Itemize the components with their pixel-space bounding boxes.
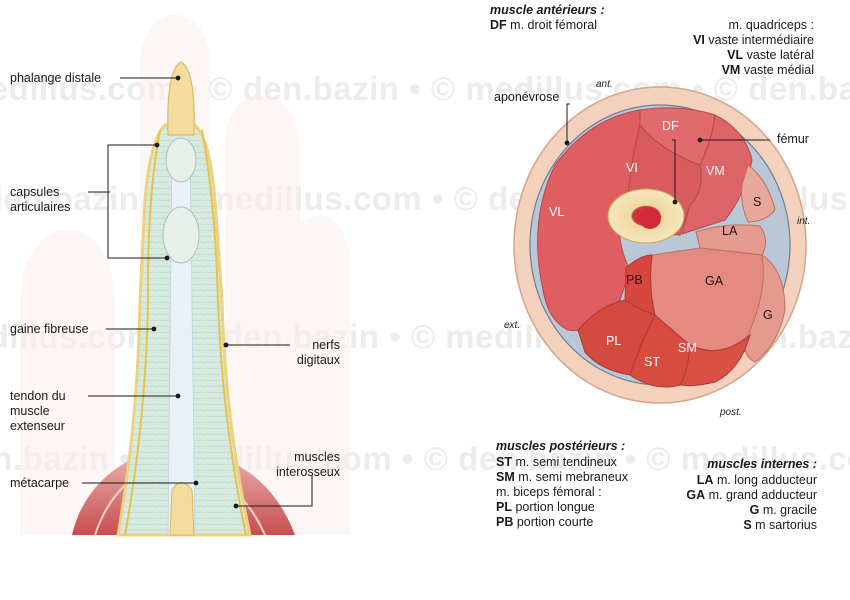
label-capsules-line2: articulaires (10, 200, 71, 214)
legend-abbr: GA (686, 488, 706, 502)
legend-biceps-title: m. biceps fémoral : (496, 485, 602, 499)
legend-text: m. gracile (762, 503, 817, 517)
label-nerfs-line1: nerfs (312, 338, 340, 352)
orientation-int: int. (797, 216, 811, 227)
digital-nerve-left (124, 129, 161, 536)
label-tendon-line2: muscle (10, 404, 50, 418)
legend-abbr: G (749, 503, 760, 517)
label-gaine-fibreuse: gaine fibreuse (10, 322, 89, 336)
legend-internal-item: LA m. long adducteur (697, 473, 817, 488)
label-muscles-line2: interosseux (276, 465, 340, 479)
legend-text: m. droit fémoral (510, 18, 597, 32)
legend-abbr: SM (496, 470, 515, 484)
legend-anterior-item: VI vaste intermédiaire (693, 33, 814, 48)
muscle-label-PB: PB (626, 273, 643, 287)
legend-text: vaste médial (743, 63, 814, 77)
muscle-S (741, 164, 776, 223)
capsule-proximal (162, 206, 200, 264)
muscle-label-VM: VM (706, 164, 725, 178)
legend-abbr: VM (721, 63, 741, 77)
distal-phalanx (167, 61, 195, 136)
legend-internal-item: G m. gracile (750, 503, 817, 518)
label-tendon-line1: tendon du (10, 389, 66, 403)
legend-abbr: VI (693, 33, 705, 47)
label-capsules-line1: capsules (10, 185, 60, 199)
muscle-label-LA: LA (722, 224, 738, 238)
legend-text: vaste latéral (746, 48, 814, 62)
orientation-ext: ext. (504, 320, 521, 331)
label-femur: fémur (777, 132, 809, 146)
legend-internal-item: GA m. grand adducteur (686, 488, 817, 503)
legend-text: m. grand adducteur (708, 488, 817, 502)
muscle-label-SM: SM (678, 341, 697, 355)
label-nerfs-line2: digitaux (296, 353, 340, 367)
legend-text: portion courte (516, 515, 594, 529)
legend-anterior-df: DF m. droit fémoral (490, 18, 597, 33)
muscle-VM (681, 114, 753, 235)
legend-text: m. long adducteur (716, 473, 817, 487)
legend-internal-item: S m sartorius (743, 518, 817, 533)
legend-posterior-title: muscles postérieurs : (496, 439, 626, 453)
legend-abbr: PL (496, 500, 512, 514)
legend-anterior-item: VL vaste latéral (727, 48, 814, 63)
orientation-ant: ant. (596, 79, 613, 90)
muscle-label-S: S (753, 195, 761, 209)
label-phalange-distale: phalange distale (10, 71, 102, 85)
legend-posterior-pl: PL portion longue (496, 500, 595, 515)
muscle-label-PL: PL (606, 334, 621, 348)
orientation-post: post. (720, 407, 742, 418)
muscle-SM (679, 333, 751, 387)
muscle-label-GA: GA (705, 274, 724, 288)
digital-nerve-right (201, 129, 247, 536)
muscle-label-ST: ST (644, 355, 660, 369)
legend-abbr: ST (496, 455, 512, 469)
legend-posterior-pb: PB portion courte (496, 515, 593, 530)
legend-text: m sartorius (755, 518, 817, 532)
muscle-label-G: G (763, 308, 773, 322)
label-aponevrose: aponévrose (494, 90, 560, 104)
legend-abbr: VL (727, 48, 744, 62)
capsule-distal (165, 137, 197, 183)
muscle-label-DF: DF (662, 119, 679, 133)
legend-abbr: LA (696, 473, 714, 487)
muscle-label-VL: VL (549, 205, 564, 219)
legend-abbr: PB (496, 515, 514, 529)
legend-text: portion longue (515, 500, 595, 514)
legend-abbr: DF (490, 18, 507, 32)
label-tendon-line3: extenseur (10, 419, 65, 433)
legend-quadriceps-title: m. quadriceps : (728, 18, 814, 32)
muscle-G (744, 253, 786, 363)
legend-internal-title: muscles internes : (707, 457, 817, 471)
legend-abbr: S (743, 518, 752, 532)
legend-text: m. semi mebraneux (518, 470, 628, 484)
legend-anterior-title: muscle antérieurs : (490, 3, 605, 17)
legend-posterior-st: ST m. semi tendineux (496, 455, 617, 470)
legend-posterior-sm: SM m. semi mebraneux (496, 470, 628, 485)
muscle-label-VI: VI (626, 161, 638, 175)
legend-anterior-item: VM vaste médial (722, 63, 814, 78)
label-metacarpe: métacarpe (10, 476, 70, 490)
legend-text: m. semi tendineux (515, 455, 617, 469)
legend-text: vaste intermédiaire (708, 33, 814, 47)
label-muscles-line1: muscles (294, 450, 340, 464)
